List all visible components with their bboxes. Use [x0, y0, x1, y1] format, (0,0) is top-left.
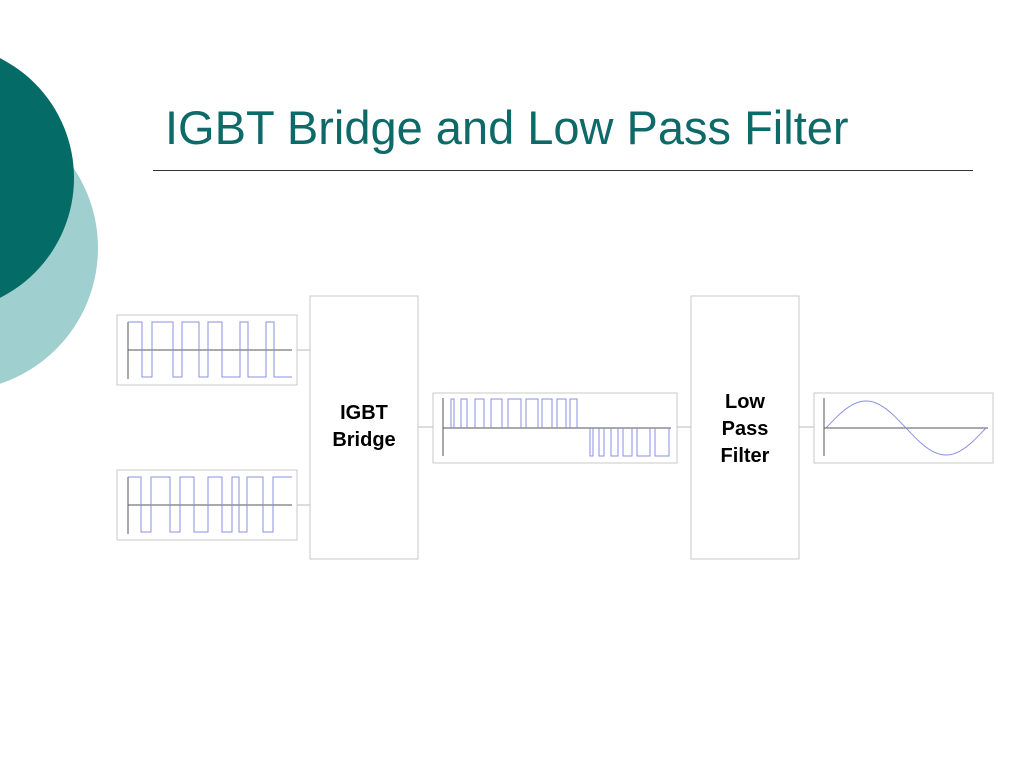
- block-low-pass-filter: Low Pass Filter: [690, 295, 800, 560]
- panel-input-bottom: [116, 469, 298, 541]
- block-igbt-bridge: IGBT Bridge: [309, 295, 419, 560]
- pwm-pulse: [474, 398, 485, 428]
- block-frame: [309, 295, 419, 560]
- pwm-pulse: [490, 398, 503, 428]
- pwm-pulse: [525, 398, 539, 428]
- pwm-pulse: [610, 428, 619, 457]
- sine-wave-output: [825, 400, 987, 456]
- block-label-line: Filter: [721, 445, 770, 467]
- pwm-pulse: [460, 398, 468, 428]
- block-label-line: Pass: [722, 418, 769, 440]
- panel-bridge-output: [432, 392, 678, 464]
- decor-circle-dark: [0, 58, 74, 298]
- panel-filter-output: [813, 392, 994, 464]
- pwm-pulse: [556, 398, 567, 428]
- pwm-pulse: [507, 398, 522, 428]
- pwm-pulse: [541, 398, 553, 428]
- pwm-pulse: [450, 398, 455, 428]
- pwm-pulse: [569, 398, 578, 428]
- pwm-pulse: [636, 428, 651, 457]
- block-label-line: IGBT: [340, 402, 388, 424]
- title-divider: [153, 170, 973, 171]
- square-wave-bottom: [128, 476, 292, 533]
- block-label-line: Low: [725, 391, 765, 413]
- panel-input-top: [116, 314, 298, 386]
- pwm-waveform: [450, 398, 670, 457]
- slide-title: IGBT Bridge and Low Pass Filter: [165, 101, 849, 154]
- pwm-pulse: [654, 428, 670, 457]
- pwm-pulse: [598, 428, 605, 457]
- pwm-pulse: [589, 428, 594, 457]
- pwm-pulse: [622, 428, 633, 457]
- square-wave-top: [128, 321, 292, 378]
- block-frame: [690, 295, 800, 560]
- block-label-line: Bridge: [332, 429, 395, 451]
